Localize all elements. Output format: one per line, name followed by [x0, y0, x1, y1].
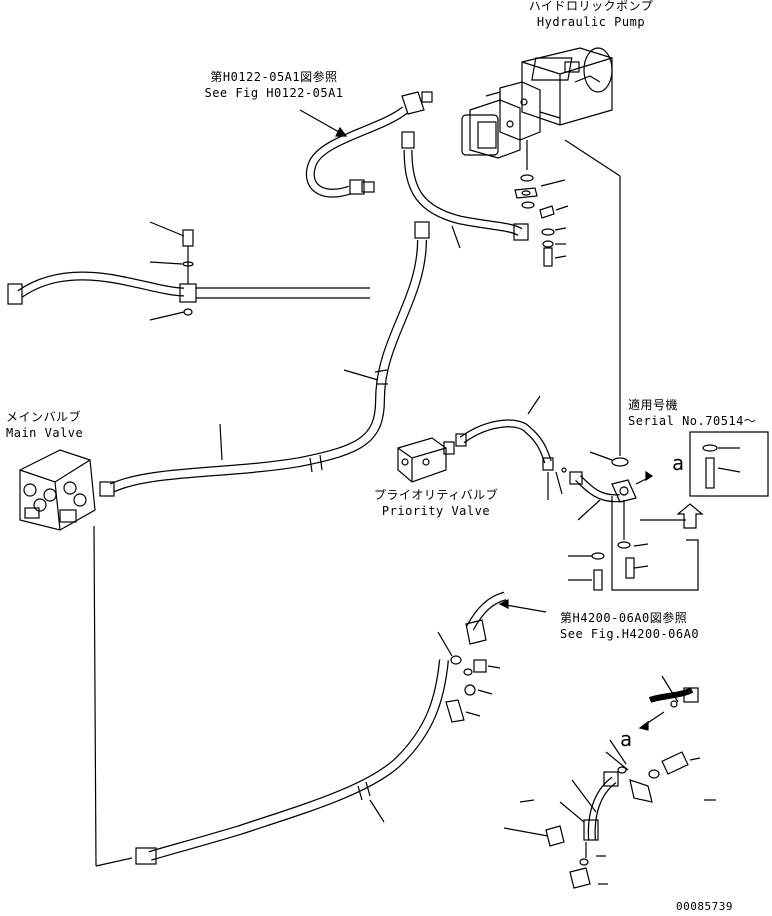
priority-valve-label-en: Priority Valve — [381, 504, 491, 518]
lower-long-hose — [135, 659, 449, 865]
lower-right-fittings — [503, 675, 716, 889]
hydraulic-pump — [461, 47, 613, 159]
upper-left-hose — [7, 221, 370, 321]
leader-lines — [564, 139, 686, 521]
elbow-block — [555, 451, 699, 591]
serial-detail-box — [676, 431, 769, 529]
serial-label-jp: 適用号機 — [628, 398, 679, 412]
main-valve-label-jp: メインバルブ — [6, 410, 82, 424]
lower-hose-fig-ref2 — [437, 591, 547, 723]
hose-fig-ref1 — [299, 91, 433, 198]
priority-valve-label-jp: プライオリティバルブ — [373, 488, 499, 502]
priority-valve — [397, 395, 554, 500]
pump-pressure-hose — [401, 131, 529, 249]
fig-ref1-label-jp: 第H0122-05A1図参照 — [210, 70, 338, 84]
hydraulic-pump-label-jp: ハイドロリックポンプ — [528, 0, 654, 13]
fig-ref2-label-jp: 第H4200-06A0図参照 — [560, 611, 688, 625]
detail-a-lower: a — [620, 727, 633, 751]
hydraulic-pump-label-en: Hydraulic Pump — [536, 15, 646, 29]
pump-fittings — [514, 140, 569, 267]
main-valve-label-en: Main Valve — [6, 426, 84, 440]
drawing-number: 00085739 — [676, 900, 733, 913]
main-valve — [19, 449, 133, 867]
serial-label-en: Serial No.70514～ — [628, 414, 757, 428]
fig-ref2-label-en: See Fig.H4200-06A0 — [560, 627, 700, 641]
detail-a-upper: a — [672, 451, 685, 475]
fig-ref1-label-en: See Fig H0122-05A1 — [204, 86, 344, 100]
main-delivery-hose — [99, 221, 430, 497]
